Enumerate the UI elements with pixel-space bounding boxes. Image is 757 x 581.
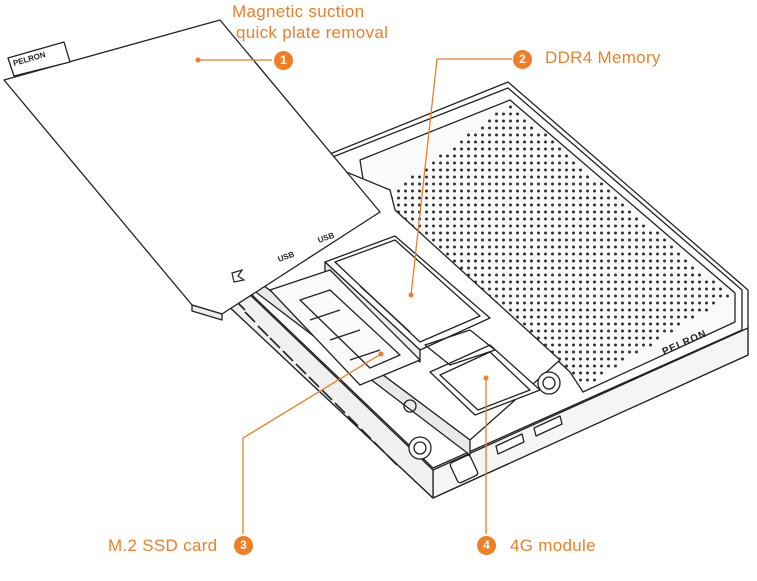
callout-4-number: 4	[477, 536, 496, 555]
callout-3-number: 3	[234, 536, 253, 555]
callout-4-label: 4G module	[510, 536, 596, 555]
magnetic-lid-plate	[3, 19, 381, 321]
leader-lines	[198, 58, 512, 534]
callout-2-number: 2	[513, 50, 532, 69]
callout-1-label-line1: Magnetic suction	[232, 2, 365, 21]
leader-dots	[195, 57, 489, 381]
lid-logo-icon	[231, 268, 246, 283]
callout-1-number: 1	[274, 51, 293, 70]
front-ports	[449, 415, 563, 484]
vent-grille	[359, 99, 736, 393]
m2-ssd-slot	[269, 269, 421, 413]
callout-1-label-line2: quick plate removal	[236, 23, 389, 42]
side-vents	[234, 299, 398, 466]
callout-3-label: M.2 SSD card	[108, 536, 218, 555]
callout-2-label: DDR4 Memory	[545, 48, 661, 67]
